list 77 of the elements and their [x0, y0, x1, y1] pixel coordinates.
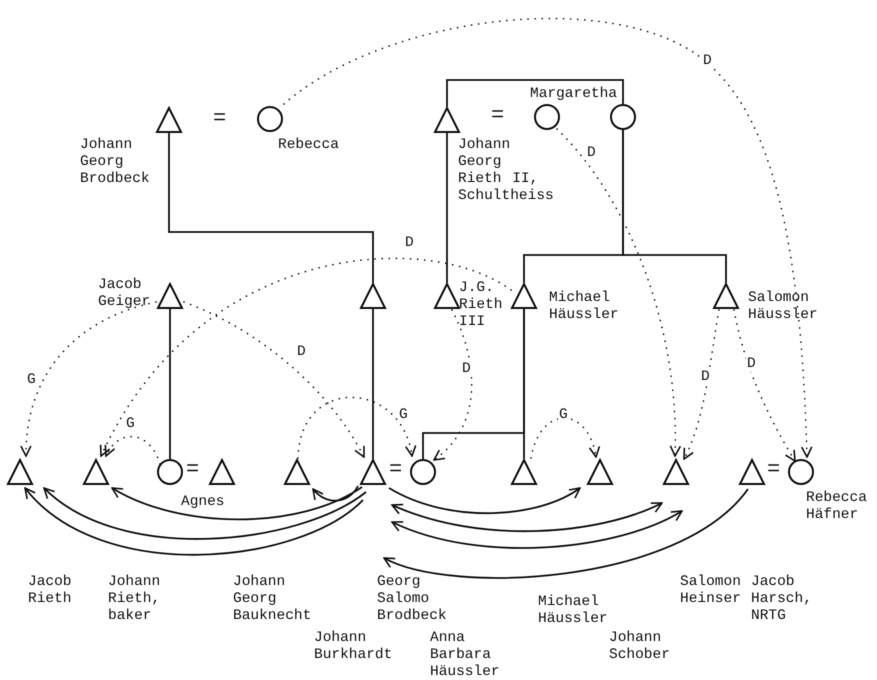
- person-name: Anna Barbara Häussler: [430, 630, 500, 680]
- edge-label: G: [558, 408, 569, 423]
- triangle-symbol: [434, 283, 460, 309]
- person-name: Johann Burkhardt: [314, 630, 392, 664]
- triangle-symbol: [739, 459, 765, 485]
- dotted-arrow: [530, 417, 600, 459]
- triangle-symbol: [511, 283, 537, 309]
- person-name: Johann Georg Rieth II, Schultheiss: [458, 137, 554, 205]
- curved-arrow: [383, 488, 749, 579]
- dotted-arrow: [556, 128, 681, 457]
- dotted-arrow: [733, 309, 796, 462]
- dotted-arrow: [297, 396, 416, 459]
- person-name: J.G. Rieth III: [459, 280, 502, 331]
- triangle-symbol: [209, 459, 235, 485]
- triangle-symbol: [713, 283, 739, 309]
- descent-line: [622, 130, 727, 283]
- person-name: Johann Rieth, baker: [108, 574, 160, 625]
- dotted-arrow: [20, 301, 157, 457]
- circle-symbol: [410, 459, 436, 485]
- marriage-sign: =: [491, 106, 504, 126]
- person-name: Jacob Rieth: [28, 574, 72, 608]
- edge-label: D: [586, 146, 597, 161]
- descent-line: [446, 133, 448, 283]
- descent-line: [372, 309, 374, 459]
- dotted-arrow: [683, 309, 720, 460]
- triangle-symbol: [7, 459, 33, 485]
- curved-arrow: [388, 487, 581, 514]
- dotted-arrow: [100, 258, 512, 457]
- triangle-symbol: [284, 459, 310, 485]
- triangle-symbol: [83, 459, 109, 485]
- person-name: Rebecca Häfner: [806, 490, 867, 524]
- marriage-sign: =: [213, 109, 226, 129]
- descent-line: [523, 309, 525, 459]
- triangle-symbol: [434, 107, 460, 133]
- person-name: Johann Georg Bauknecht: [233, 574, 312, 625]
- circle-symbol: [157, 459, 183, 485]
- dotted-arrow: [105, 436, 161, 465]
- person-name: Michael Häussler: [538, 594, 608, 628]
- person-name: Agnes: [181, 494, 225, 511]
- curved-arrow: [312, 486, 359, 502]
- dotted-arrow: [283, 18, 812, 458]
- circle-symbol: [610, 104, 636, 130]
- descent-line: [169, 309, 171, 459]
- circle-symbol: [257, 106, 283, 132]
- person-name: Jacob Harsch, NRTG: [751, 574, 812, 625]
- person-name: Salomon Heinser: [680, 574, 741, 608]
- curved-arrow: [391, 510, 683, 549]
- triangle-symbol: [156, 107, 182, 133]
- edge-label: D: [746, 357, 757, 372]
- person-name: Jacob Geiger: [98, 277, 150, 311]
- curved-arrow: [391, 502, 663, 532]
- triangle-symbol: [157, 283, 183, 309]
- triangle-symbol: [511, 459, 537, 485]
- person-name: Salomon Häussler: [748, 290, 818, 324]
- person-name: Georg Salomo Brodbeck: [377, 574, 447, 625]
- person-name: Johann Georg Brodbeck: [80, 137, 150, 188]
- curved-arrow: [24, 487, 364, 556]
- descent-line: [168, 133, 374, 283]
- triangle-symbol: [663, 459, 689, 485]
- triangle-symbol: [360, 459, 386, 485]
- person-name: Michael Häussler: [549, 290, 619, 324]
- dotted-arrow: [183, 301, 365, 458]
- dotted-arrow: [433, 309, 472, 461]
- circle-symbol: [534, 104, 560, 130]
- person-name: Johann Schober: [609, 630, 670, 664]
- circle-symbol: [788, 459, 814, 485]
- descent-line: [446, 79, 624, 107]
- person-name: Rebecca: [278, 137, 339, 154]
- triangle-symbol: [587, 459, 613, 485]
- curved-arrow: [111, 486, 362, 520]
- curved-arrow: [43, 487, 366, 540]
- triangle-symbol: [360, 283, 386, 309]
- edge-label: D: [702, 54, 713, 69]
- person-name: Margaretha: [530, 86, 618, 103]
- marriage-sign: =: [767, 460, 780, 480]
- marriage-sign: =: [186, 460, 200, 480]
- marriage-sign: =: [389, 460, 402, 480]
